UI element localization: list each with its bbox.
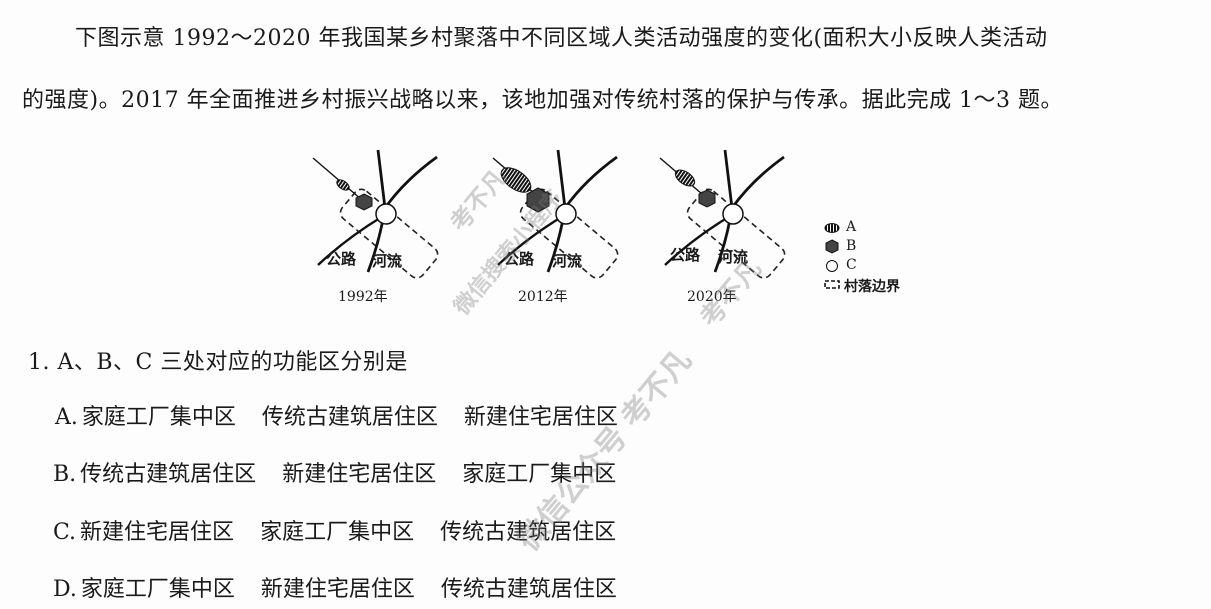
option-item: 新建住宅居住区 [260,577,415,602]
year-label-2020: 2020年 [687,289,737,305]
option-item: 家庭工厂集中区 [260,520,415,545]
panel-2012 [491,148,623,283]
legend-a-icon [824,223,840,233]
panel-2020 [658,148,790,283]
legend-c-icon [826,260,838,272]
option-b[interactable]: B.传统古建筑居住区新建住宅居住区家庭工厂集中区 [53,456,642,488]
river-label-2020: 河流 [718,248,749,266]
area-a-2012 [500,167,532,193]
option-item: 家庭工厂集中区 [80,577,235,602]
area-b-2020 [698,189,716,208]
road-label-1992: 公路 [326,250,357,268]
river-label-2012: 河流 [552,252,583,270]
option-letter: C. [53,520,77,545]
option-d[interactable]: D.家庭工厂集中区新建住宅居住区传统古建筑居住区 [53,571,643,603]
road-label-2012: 公路 [504,250,535,268]
area-a-2020 [674,169,696,187]
option-letter: B. [53,462,77,487]
option-item: 传统古建筑居住区 [261,405,438,430]
panel-1992 [311,148,443,283]
option-letter: A. [55,405,78,430]
area-b-1992 [355,193,373,211]
year-label-2012: 2012年 [518,289,568,305]
option-a[interactable]: A.家庭工厂集中区传统古建筑居住区新建住宅居住区 [55,399,644,431]
legend-c-label: C [846,257,857,273]
option-item: 家庭工厂集中区 [81,405,236,430]
option-item: 家庭工厂集中区 [462,462,617,487]
question-stem: 1. A、B、C 三处对应的功能区分别是 [28,350,408,375]
legend-boundary-icon [824,280,840,289]
legend-b-icon [825,239,839,254]
legend-boundary-label: 村落边界 [844,279,900,295]
option-letter: D. [53,577,77,602]
area-b-2012 [526,187,550,213]
legend-b-label: B [846,238,857,254]
year-label-1992: 1992年 [338,289,388,305]
option-item: 传统古建筑居住区 [80,462,257,487]
area-a-1992 [336,179,350,191]
option-item: 传统古建筑居住区 [440,520,617,545]
option-c[interactable]: C.新建住宅居住区家庭工厂集中区传统古建筑居住区 [53,514,642,546]
river-label-1992: 河流 [372,252,403,270]
option-item: 新建住宅居住区 [463,405,618,430]
option-item: 新建住宅居住区 [282,462,437,487]
road-label-2020: 公路 [670,246,701,264]
option-item: 新建住宅居住区 [80,520,235,545]
intro-line-1: 下图示意 1992～2020 年我国某乡村聚落中不同区域人类活动强度的变化(面积… [75,26,1048,51]
option-item: 传统古建筑居住区 [440,577,617,602]
intro-line-2: 的强度)。2017 年全面推进乡村振兴战略以来，该地加强对传统村落的保护与传承。… [22,88,1064,113]
legend-a-label: A [846,219,857,235]
